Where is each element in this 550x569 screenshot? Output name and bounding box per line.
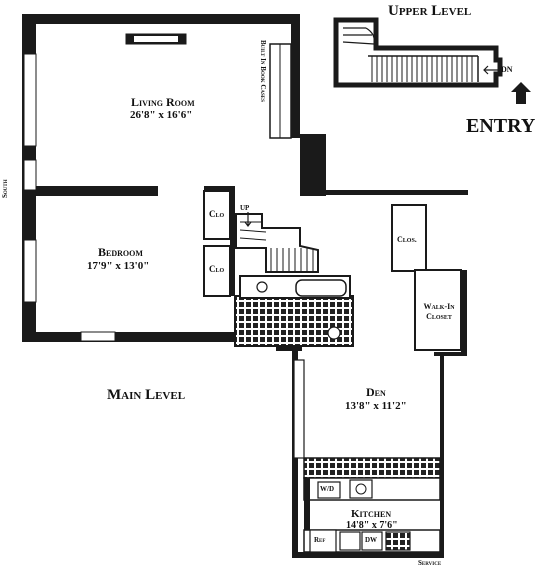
upper-stair-curve	[365, 27, 375, 45]
south-label: South	[1, 179, 9, 198]
book-cases	[269, 43, 292, 139]
bedroom-name: Bedroom	[98, 245, 143, 259]
stove	[385, 531, 411, 551]
bathroom	[234, 275, 354, 347]
walk-in-closet-label: Walk-In Closet	[423, 302, 455, 321]
up-label: UP	[240, 204, 250, 212]
entry-label: ENTRY	[466, 115, 536, 137]
upper-dn-label: DN	[501, 65, 513, 74]
living-room-dimensions: 26'8" x 16'6"	[130, 109, 193, 121]
book-cases-label: Built In Book Cases	[259, 40, 267, 102]
den-closet-label: Clos.	[397, 235, 417, 244]
bedroom-dimensions: 17'9" x 13'0"	[87, 260, 150, 272]
bathtub	[295, 279, 347, 297]
up-arrow-icon	[244, 212, 252, 227]
sink	[256, 281, 268, 293]
washer-dryer	[317, 481, 341, 499]
closet-1-label: Clo	[209, 209, 225, 219]
kitchen-dimensions: 14'8" x 7'6"	[346, 520, 398, 531]
kitchen-name: Kitchen	[351, 508, 392, 520]
kitchen-plan	[303, 457, 441, 553]
fireplace-opening	[134, 36, 178, 42]
den-name: Den	[366, 385, 386, 399]
kitchen-sink-2	[339, 531, 361, 551]
closet-2-label: Clo	[209, 264, 225, 274]
upper-stair-treads	[371, 56, 473, 82]
entry-arrow-icon	[511, 82, 531, 104]
ref-label: Ref	[314, 536, 326, 544]
service-label: Service	[418, 559, 442, 567]
upper-level-label: Upper Level	[388, 3, 472, 19]
main-stair	[235, 212, 319, 273]
upper-level-plan	[333, 17, 531, 104]
stair-arrow-icon	[483, 65, 498, 75]
dishwasher	[361, 531, 383, 551]
dw-label: DW	[365, 536, 378, 544]
den-window	[293, 359, 305, 459]
upper-wall	[333, 17, 503, 88]
den-dimensions: 13'8" x 11'2"	[345, 400, 407, 412]
toilet	[327, 326, 341, 340]
closets	[203, 190, 462, 351]
wd-label: W/D	[320, 485, 334, 493]
living-room-name: Living Room	[131, 95, 195, 109]
refrigerator	[309, 529, 337, 553]
kitchen-sink	[349, 479, 373, 499]
upper-stair-winder	[342, 27, 375, 45]
main-level-label: Main Level	[107, 387, 186, 403]
